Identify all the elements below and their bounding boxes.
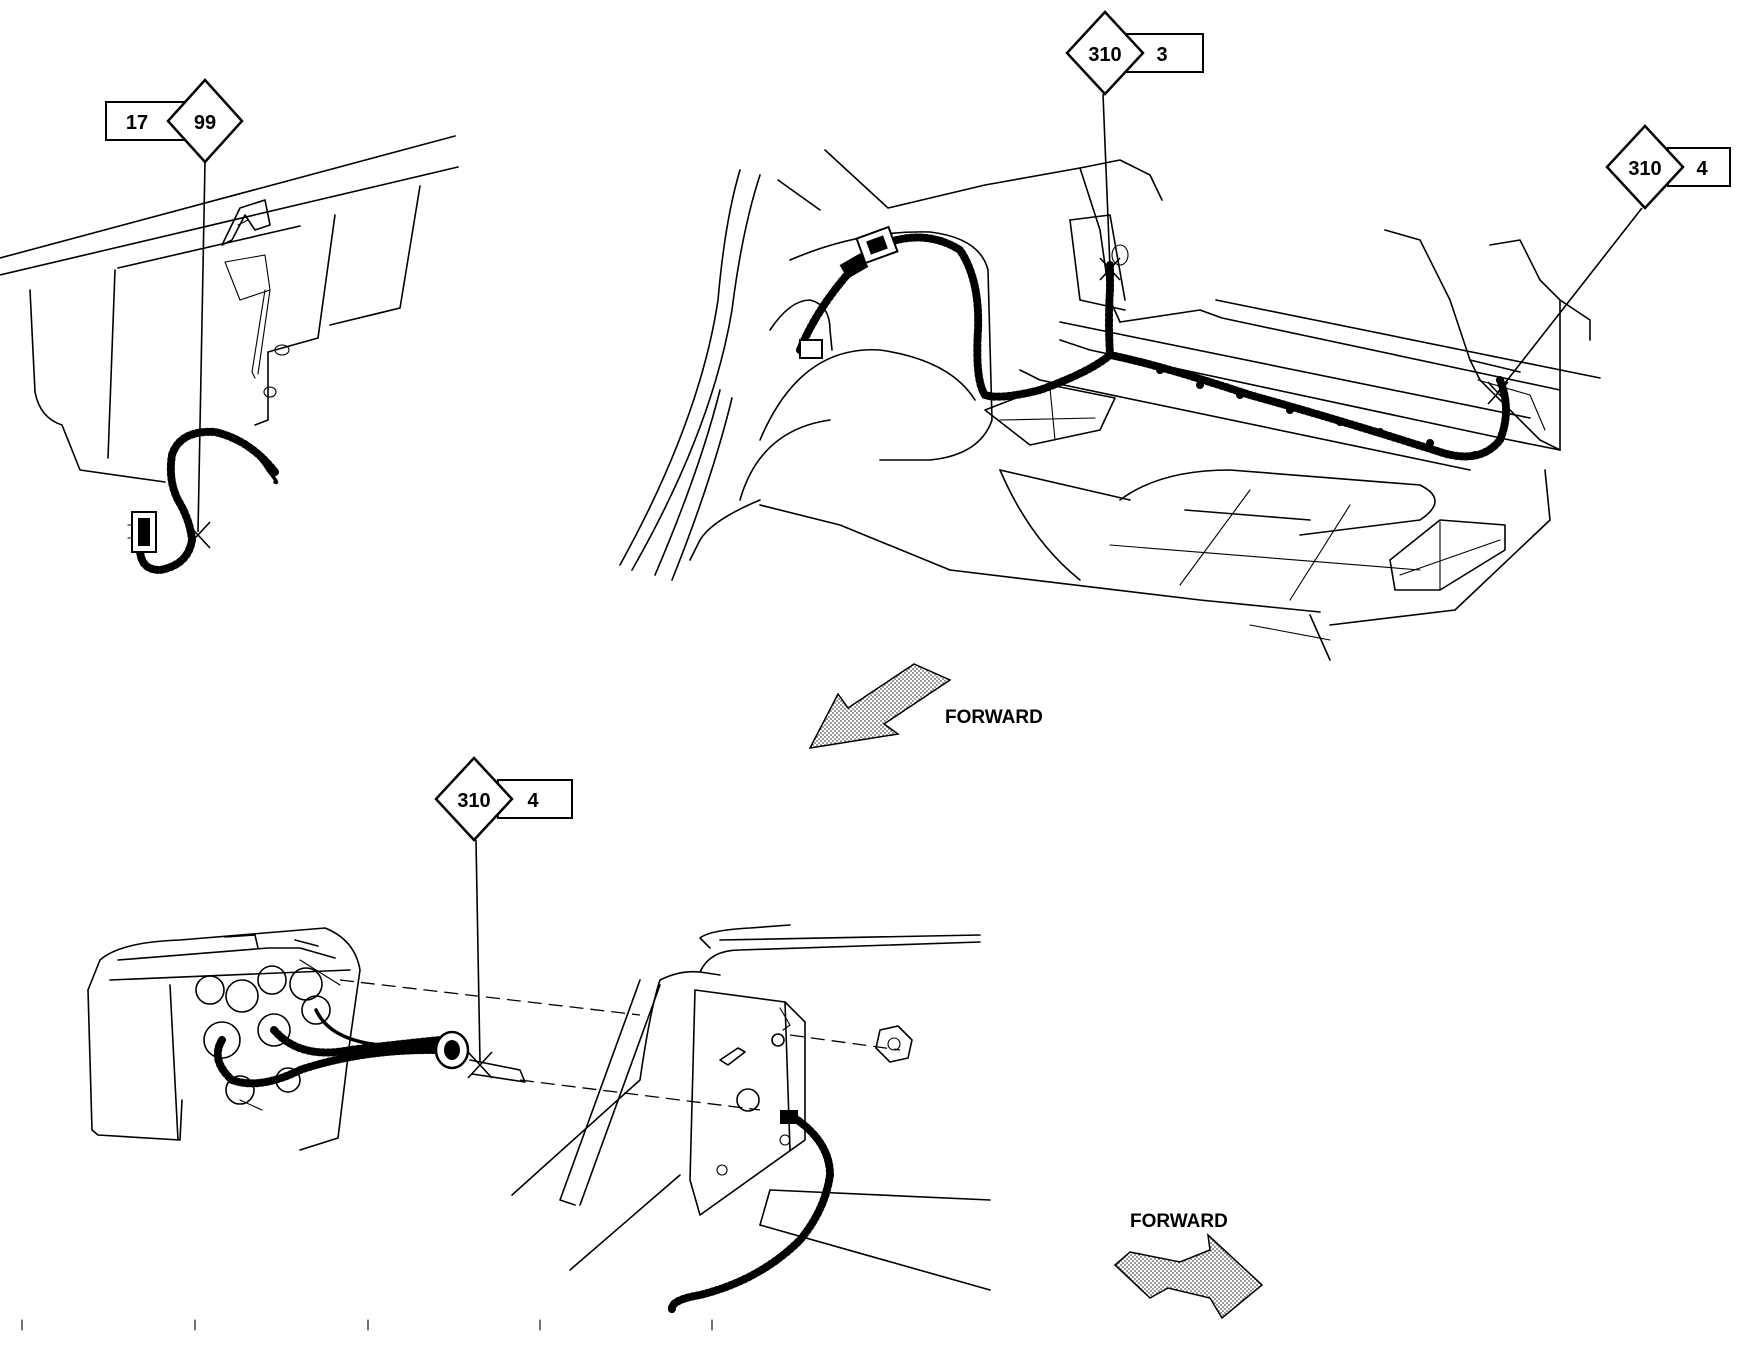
detail-trunk-interior — [619, 149, 1601, 661]
callout-diamond-label: 310 — [457, 790, 490, 812]
callout-box-label: 17 — [126, 112, 148, 134]
callout-diamond-label: 310 — [1088, 44, 1121, 66]
callout-310-4-bottom: 4 310 — [434, 756, 573, 1063]
callout-diamond-label: 99 — [194, 112, 216, 134]
forward-arrow-top: FORWARD — [808, 663, 1043, 749]
detail-bottom-tail-lamp — [87, 924, 991, 1314]
callout-diamond-label: 310 — [1628, 158, 1661, 180]
callout-310-3: 3 310 — [1065, 10, 1204, 269]
callout-310-4-top: 4 310 — [1497, 124, 1731, 393]
callout-box-label: 4 — [527, 790, 539, 812]
forward-arrow-bottom: FORWARD — [1113, 1211, 1264, 1320]
callout-box-label: 4 — [1696, 158, 1708, 180]
forward-label-top: FORWARD — [945, 707, 1043, 728]
callout-17-99: 17 99 — [105, 78, 244, 533]
page-edge-ticks — [21, 1319, 713, 1331]
callout-box-label: 3 — [1156, 44, 1167, 66]
forward-label-bottom: FORWARD — [1130, 1211, 1228, 1232]
detail-top-left-trunk-lid — [0, 135, 459, 574]
